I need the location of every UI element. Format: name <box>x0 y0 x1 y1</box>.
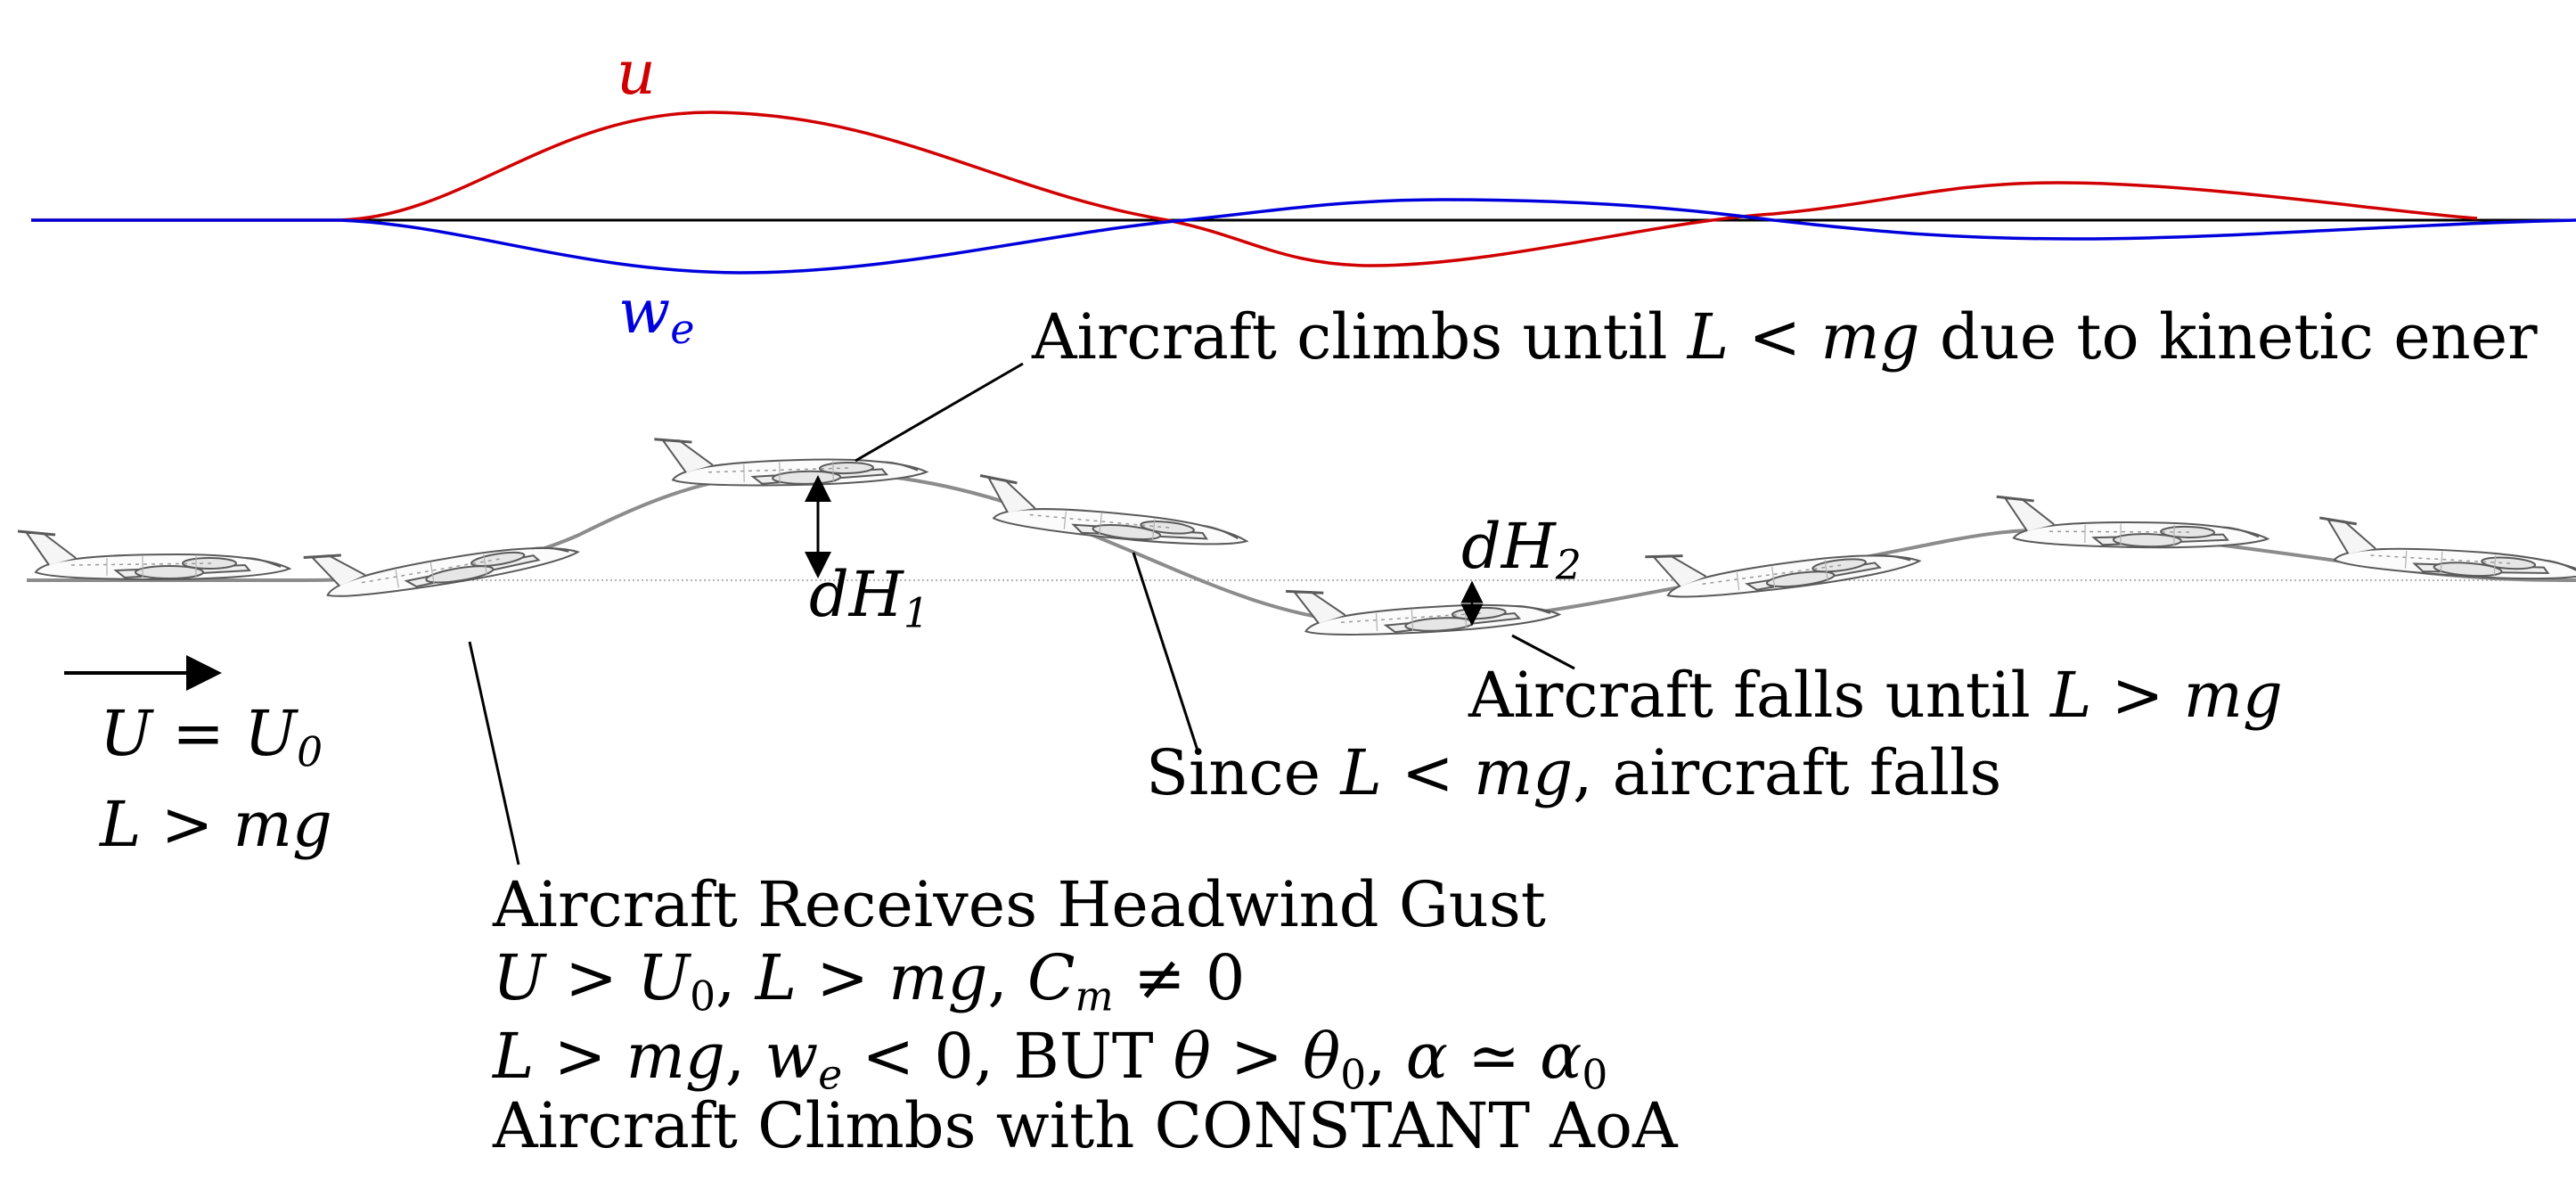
aircraft-7-crest <box>1994 495 2270 552</box>
aircraft-8-level <box>2314 516 2576 586</box>
gust-note-title: Aircraft Receives Headwind Gust <box>493 868 1546 941</box>
falls-until-note: Aircraft falls until L > mg <box>1468 659 2283 732</box>
we-signal-curve <box>31 198 2576 275</box>
dh1-label: dH1 <box>809 558 929 637</box>
gust-note-line2: U > U0, L > mg, Cm ≠ 0 <box>493 941 1246 1021</box>
initial-velocity-label: U = U0 <box>100 697 323 776</box>
gust-note-line4: Aircraft Climbs with CONSTANT AoA <box>493 1089 1678 1162</box>
aircraft-2-gust <box>302 513 581 607</box>
u-signal-curve <box>31 111 2478 267</box>
gust-note-line3: L > mg, we < 0, BUT θ > θ0, α ≃ α0 <box>493 1020 1608 1099</box>
aircraft-5-trough <box>1284 575 1562 641</box>
aircraft-6-climbing <box>1643 522 1923 606</box>
u-signal-label: u <box>617 38 656 109</box>
falls-note-leader <box>1511 634 1575 670</box>
initial-lift-label: L > mg <box>100 788 332 861</box>
climb-note-leader <box>855 362 1024 463</box>
since-note-leader <box>1132 552 1200 754</box>
gust-note-leader <box>468 641 520 865</box>
since-note: Since L < mg, aircraft falls <box>1146 736 2002 809</box>
dh2-label: dH2 <box>1461 510 1582 589</box>
we-signal-label: we <box>618 277 694 353</box>
aircraft-1-level <box>16 529 291 581</box>
climb-note: Aircraft climbs until L < mg due to kine… <box>1032 300 2538 373</box>
aircraft-4-descending <box>973 473 1252 554</box>
